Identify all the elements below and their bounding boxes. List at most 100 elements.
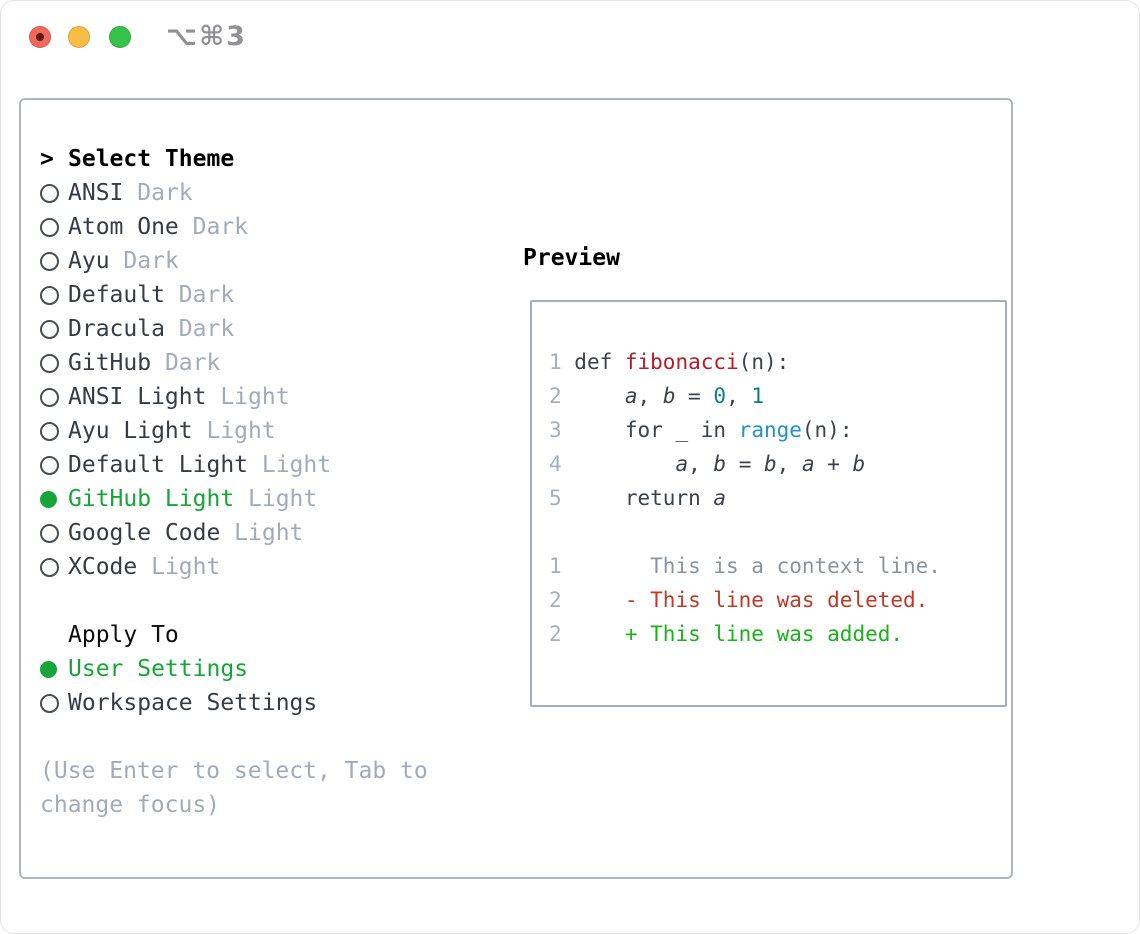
select-theme-heading-label: Select Theme	[68, 146, 235, 172]
radio-icon	[40, 693, 59, 713]
close-dot-icon	[36, 33, 44, 41]
code-token	[562, 452, 676, 476]
code-token: fibonacci	[624, 350, 739, 374]
code-line: 4 a, b = b, a + b	[549, 447, 941, 481]
line-number: 1	[549, 350, 562, 374]
line-number: 1	[549, 554, 562, 578]
theme-option-label: Dracula	[68, 316, 165, 342]
minimize-button[interactable]	[68, 26, 90, 48]
code-line: 1 def fibonacci(n):	[549, 345, 941, 379]
code-token: ,	[776, 452, 802, 476]
radio-icon	[40, 217, 59, 237]
line-number: 3	[549, 418, 562, 442]
theme-option[interactable]: ANSI Dark	[40, 176, 428, 210]
theme-option[interactable]: Dracula Dark	[40, 312, 428, 346]
radio-icon	[40, 557, 59, 577]
code-token: + This line was added.	[624, 622, 904, 646]
theme-variant-label: Light	[220, 384, 290, 410]
theme-variant-label: Dark	[137, 180, 193, 206]
focus-caret-icon: >	[40, 146, 54, 172]
theme-option-label: GitHub Light	[68, 486, 235, 512]
theme-option[interactable]: Ayu Dark	[40, 244, 428, 278]
radio-icon	[40, 183, 59, 203]
radio-selected-icon	[40, 660, 57, 678]
apply-target-option-label: Workspace Settings	[68, 690, 318, 716]
theme-option-label: Atom One	[68, 214, 179, 240]
code-token: a	[801, 452, 815, 476]
theme-option-label: ANSI	[68, 180, 124, 206]
theme-option[interactable]: Ayu Light Light	[40, 414, 428, 448]
theme-option-label: ANSI Light	[68, 384, 207, 410]
code-token: def	[561, 350, 625, 374]
line-number: 2	[549, 384, 562, 408]
apply-to-heading-label: Apply To	[68, 622, 179, 648]
code-token: a	[713, 486, 727, 510]
code-token	[562, 384, 625, 408]
code-token: =	[726, 452, 764, 476]
radio-icon	[40, 387, 59, 407]
code-token: This is a context line.	[561, 554, 941, 578]
apply-target-option[interactable]: User Settings	[40, 652, 428, 686]
theme-variant-label: Dark	[178, 282, 235, 308]
zoom-button[interactable]	[109, 26, 131, 48]
select-theme-heading: > Select Theme	[40, 142, 428, 176]
line-number: 4	[549, 452, 562, 476]
theme-option[interactable]: Atom One Dark	[40, 210, 428, 244]
code-token: range	[738, 418, 802, 442]
line-number: 2	[549, 622, 562, 646]
code-token: 0	[713, 384, 727, 408]
apply-target-option[interactable]: Workspace Settings	[40, 686, 428, 720]
theme-option-label: Google Code	[68, 520, 221, 546]
code-token	[562, 622, 625, 646]
code-token: return	[561, 486, 714, 510]
theme-option[interactable]: GitHub Light Light	[40, 482, 428, 516]
code-line: 1 This is a context line.	[549, 549, 941, 583]
code-token: ,	[637, 384, 663, 408]
code-line: 3 for _ in range(n):	[549, 413, 941, 447]
title-bar: ⌥⌘3	[0, 0, 1140, 72]
theme-variant-label: Light	[248, 486, 318, 512]
window-title: ⌥⌘3	[166, 21, 247, 52]
spacer	[40, 720, 428, 754]
code-line: 2 a, b = 0, 1	[549, 379, 941, 413]
theme-option[interactable]: Default Light Light	[40, 448, 428, 482]
code-token: b	[713, 452, 727, 476]
theme-variant-label: Light	[261, 452, 332, 478]
theme-option[interactable]: XCode Light	[40, 550, 428, 584]
apply-target-option-label: User Settings	[68, 656, 249, 682]
theme-variant-label: Dark	[178, 316, 235, 342]
theme-option-label: GitHub	[68, 350, 152, 376]
theme-option[interactable]: ANSI Light Light	[40, 380, 428, 414]
line-number: 2	[549, 588, 562, 612]
code-token: a	[675, 452, 689, 476]
theme-option-label: Ayu Light	[68, 418, 193, 444]
code-token: (n):	[738, 350, 790, 374]
theme-variant-label: Light	[206, 418, 276, 444]
theme-option-label: Ayu	[68, 248, 110, 274]
code-token: +	[814, 452, 853, 476]
code-token: ,	[726, 384, 752, 408]
code-token: for _ in	[561, 418, 739, 442]
theme-option-label: Default	[68, 282, 165, 308]
theme-option[interactable]: Default Dark	[40, 278, 428, 312]
theme-option-label: Default Light	[68, 452, 249, 478]
hint-line-1: (Use Enter to select, Tab to	[40, 758, 428, 784]
code-token	[562, 588, 625, 612]
code-token: =	[675, 384, 714, 408]
close-button[interactable]	[29, 26, 51, 48]
theme-variant-label: Dark	[123, 248, 179, 274]
code-line: 5 return a	[549, 481, 941, 515]
spacer	[40, 584, 428, 618]
theme-variant-label: Light	[151, 554, 221, 580]
theme-variant-label: Dark	[192, 214, 249, 240]
code-token: - This line was deleted.	[624, 588, 929, 612]
theme-option-label: XCode	[68, 554, 138, 580]
